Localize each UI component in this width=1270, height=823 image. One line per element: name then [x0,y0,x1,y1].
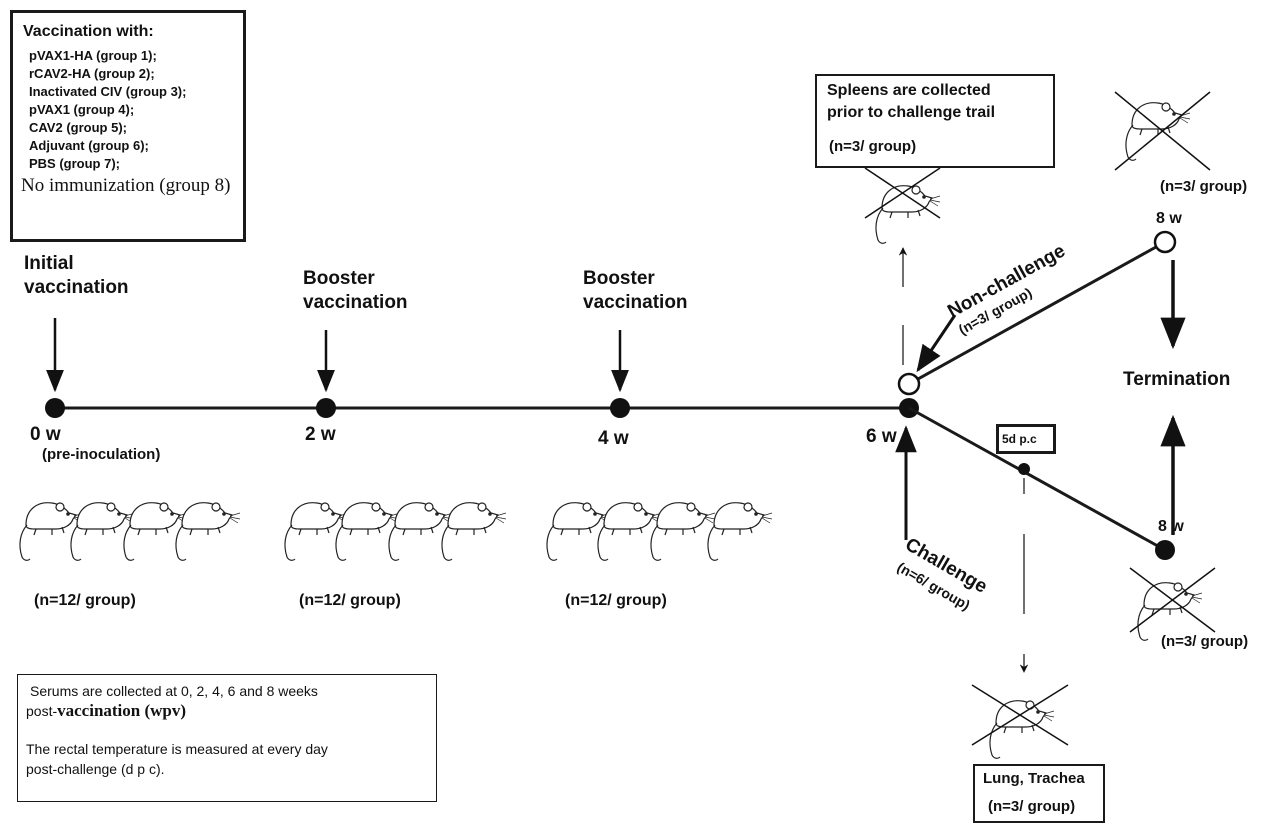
vaccination-item: rCAV2-HA (group 2); [29,66,155,81]
spleens-box: Spleens are collected prior to challenge… [815,74,1055,168]
non-challenge-branch [908,240,1166,386]
time-sub-label: (pre-inoculation) [42,446,161,463]
group-count: (n=12/ group) [299,592,401,609]
vaccination-box: Vaccination with: pVAX1-HA (group 1); rC… [10,10,246,242]
mice-group-0w [19,502,241,561]
time-label: 2 w [305,424,336,445]
notes-line: post-vaccination (wpv) [26,701,187,720]
vaccination-item: pVAX1-HA (group 1); [29,48,157,63]
open-dot-icon [897,372,921,396]
vaccination-item: pVAX1 (group 4); [29,102,135,117]
challenge-branch [908,406,1166,552]
mouse-icon [388,502,454,561]
mouse-icon [650,502,716,561]
mice-group-2w [284,502,507,561]
arrow-icon [916,314,957,373]
filled-dot-icon [1018,463,1030,475]
mouse-icon [175,502,241,561]
vaccination-item: CAV2 (group 5); [29,120,127,135]
mice-group-4w [546,502,773,561]
time-label: 4 w [598,428,629,449]
vaccination-item: PBS (group 7); [29,156,120,171]
notes-line: Serums are collected at 0, 2, 4, 6 and 8… [30,683,318,699]
crossed-mouse-icon [864,167,941,244]
group-count: (n=12/ group) [34,592,136,609]
spleens-line: Spleens are collected [827,82,991,99]
lung-box: Lung, Trachea (n=3/ group) [973,764,1105,823]
spleens-line: prior to challenge trail [827,104,996,121]
time-label: 6 w [866,426,897,447]
crossed-mouse-icon [971,684,1069,759]
time-label: 0 w [30,424,61,445]
spleens-count: (n=3/ group) [829,138,917,155]
mouse-icon [335,502,401,561]
group-count: (n=12/ group) [565,592,667,609]
open-dot-icon [1153,230,1177,254]
notes-box: Serums are collected at 0, 2, 4, 6 and 8… [17,674,437,802]
notes-line: post-challenge (d p c). [26,761,165,777]
vaccination-item: Adjuvant (group 6); [29,138,149,153]
vaccination-item-last: No immunization (group 8) [21,175,231,196]
mouse-icon [441,502,507,561]
filled-dot-icon [610,398,630,418]
group-count: (n=3/ group) [1160,178,1248,195]
time-label: 8 w [1158,518,1184,535]
dpc-box: 5d p.c [996,424,1056,454]
mouse-icon [707,502,773,561]
notes-line: The rectal temperature is measured at ev… [26,741,328,757]
filled-dot-icon [1155,540,1175,560]
crossed-mouse-icon [1129,567,1216,641]
filled-dot-icon [316,398,336,418]
dpc-label: 5d p.c [1002,432,1037,446]
mouse-icon [70,502,136,561]
mouse-icon [597,502,663,561]
vaccination-item: Inactivated CIV (group 3); [29,84,187,99]
termination-label: Termination [1123,369,1231,390]
time-label: 8 w [1156,210,1182,227]
vaccination-heading: Vaccination with: [23,23,154,40]
crossed-mouse-icon [1114,91,1211,171]
filled-dot-icon [45,398,65,418]
lung-count: (n=3/ group) [988,798,1076,815]
group-count: (n=3/ group) [1161,633,1249,650]
lung-line: Lung, Trachea [983,770,1085,787]
